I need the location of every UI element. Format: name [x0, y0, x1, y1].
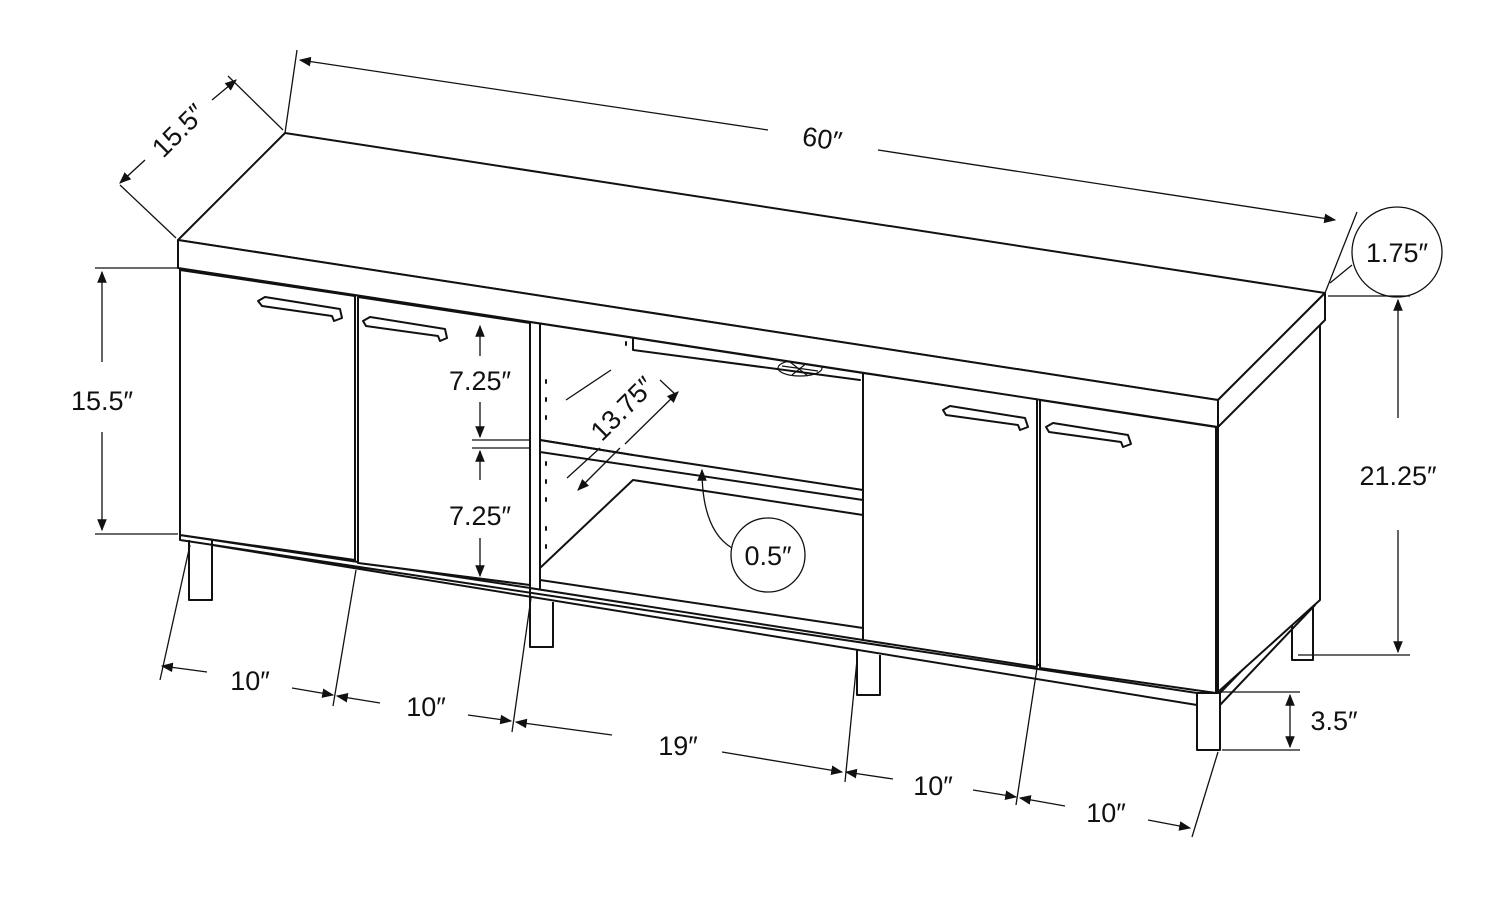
- door-1: [179, 269, 356, 561]
- dimension-lines: [95, 49, 1443, 838]
- leg-front-right: [1196, 693, 1221, 751]
- label-shelf-lower: 7.25″: [449, 501, 512, 531]
- open-compartment: [529, 321, 864, 641]
- label-center-opening: 19″: [658, 731, 698, 761]
- label-leg-height: 3.5″: [1310, 706, 1358, 736]
- label-total-height: 21.25″: [1359, 461, 1437, 491]
- label-depth: 15.5″: [146, 98, 211, 163]
- label-cabinet-height: 15.5″: [71, 386, 134, 416]
- leg-center-right: [856, 650, 881, 696]
- label-top-thickness: 1.75″: [1366, 238, 1429, 268]
- handle-door-4: [1045, 422, 1132, 448]
- tv-stand-drawing: [177, 132, 1326, 751]
- label-shelf-upper: 7.25″: [449, 366, 512, 396]
- leg-front-left: [188, 540, 213, 601]
- handle-door-2: [362, 316, 448, 342]
- handle-door-1: [257, 296, 343, 322]
- top-slab-side: [1217, 292, 1326, 428]
- label-door-3: 10″: [913, 771, 953, 801]
- label-door-1: 10″: [230, 666, 270, 696]
- label-width: 60″: [800, 121, 844, 157]
- handle-door-3: [942, 405, 1029, 431]
- label-door-4: 10″: [1086, 798, 1126, 828]
- label-door-2: 10″: [406, 692, 446, 722]
- base-rail: [179, 534, 1316, 706]
- leg-center-left: [529, 585, 554, 648]
- label-shelf-thickness: 0.5″: [744, 541, 792, 571]
